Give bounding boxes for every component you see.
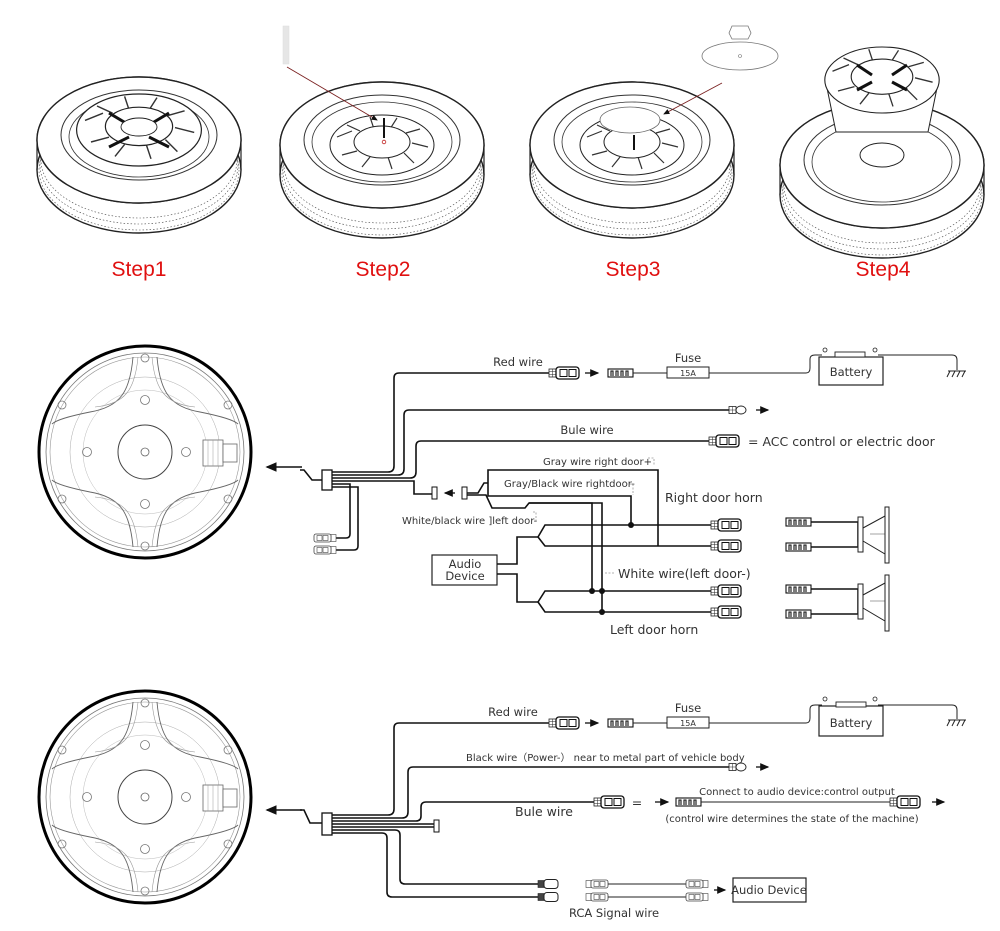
audio-device-box	[431, 554, 498, 586]
gray-wire-label: Gray wire right door+	[543, 457, 652, 468]
control-spade-terminal	[675, 797, 702, 807]
rca-label: RCA Signal wire	[569, 906, 659, 920]
battery-box-2	[818, 705, 884, 737]
rca-cable-end-4	[685, 892, 709, 902]
grayblack-wire-label: Gray/Black wire rightdoor-	[504, 479, 635, 490]
step4-illustration	[779, 46, 985, 259]
step4-label: Step4	[856, 258, 911, 281]
battery-box	[818, 356, 884, 386]
whiteblack-wire-label: White/black wire ]left door-	[402, 516, 538, 527]
fuse-rating: 15A	[680, 369, 696, 378]
harness-connector-2	[321, 812, 333, 836]
left-horn-plug-1	[710, 584, 742, 598]
blue-wire-label: Bule wire	[560, 423, 613, 437]
control-note: (control wire determines the state of th…	[665, 814, 918, 825]
step3-label: Step3	[606, 258, 661, 281]
harness-connector-1	[321, 469, 333, 491]
speaker-back-view-1	[37, 344, 253, 560]
rca-cable-end-1	[585, 879, 609, 889]
connect-label: Connect to audio device:control output	[699, 787, 895, 798]
fuse-rating-2: 15A	[680, 719, 696, 728]
ground-symbol-2	[946, 719, 966, 727]
right-door-speaker	[785, 506, 890, 564]
wiring-diagram-2: Red wire Fuse 15A Battery Black wire（Pow…	[265, 696, 966, 920]
red-wire-plug	[548, 366, 580, 380]
step1-label: Step1	[112, 258, 167, 281]
speaker-back-view-2	[37, 689, 253, 905]
right-horn-plug-1	[710, 518, 742, 532]
rca-plug-1	[313, 533, 337, 543]
audio-device-label: Audio Device	[731, 883, 807, 897]
wiring-diagram-1: Red wire Fuse 15A Battery Bule wire = AC…	[265, 347, 966, 637]
audio-device-label-1: Audio	[449, 557, 482, 571]
step3-illustration	[529, 25, 779, 239]
ground-ring-terminal	[728, 405, 747, 415]
audio-device-box-2	[732, 877, 807, 903]
step2-illustration	[279, 25, 485, 239]
right-door-horn-label: Right door horn	[665, 490, 763, 505]
audio-device-label-2: Device	[445, 569, 484, 583]
battery-label-2: Battery	[830, 716, 873, 730]
fuse-label-2: Fuse	[675, 701, 701, 715]
fuse-label: Fuse	[675, 351, 701, 365]
fuse-spade-terminal	[607, 368, 634, 378]
battery-label: Battery	[830, 365, 873, 379]
rca-plug-2	[313, 545, 337, 555]
left-door-horn-label: Left door horn	[610, 622, 698, 637]
left-door-speaker	[785, 574, 890, 632]
equals-sign: =	[632, 795, 642, 810]
blue-wire-label-2: Bule wire	[515, 804, 573, 819]
white-wire-label: White wire(left door-)	[618, 566, 751, 581]
step1-illustration	[36, 76, 242, 234]
ground-ring-terminal-2	[728, 762, 747, 772]
rca-cable-end-3	[685, 879, 709, 889]
rca-female-1	[537, 879, 559, 889]
rca-cable-end-2	[585, 892, 609, 902]
red-wire-label: Red wire	[493, 355, 543, 369]
red-wire-label-2: Red wire	[488, 705, 538, 719]
right-horn-plug-2	[710, 539, 742, 553]
fuse-spade-terminal-2	[607, 718, 634, 728]
blue-wire-plug	[708, 434, 740, 448]
black-wire-label: Black wire（Power-） near to metal part of…	[466, 752, 745, 764]
left-horn-plug-2	[710, 605, 742, 619]
step2-label: Step2	[356, 258, 411, 281]
ground-symbol	[946, 370, 966, 378]
acc-label: = ACC control or electric door	[748, 434, 936, 449]
blue-wire-plug-2	[593, 795, 625, 809]
red-wire-plug-2	[548, 716, 580, 730]
rca-female-2	[537, 892, 559, 902]
